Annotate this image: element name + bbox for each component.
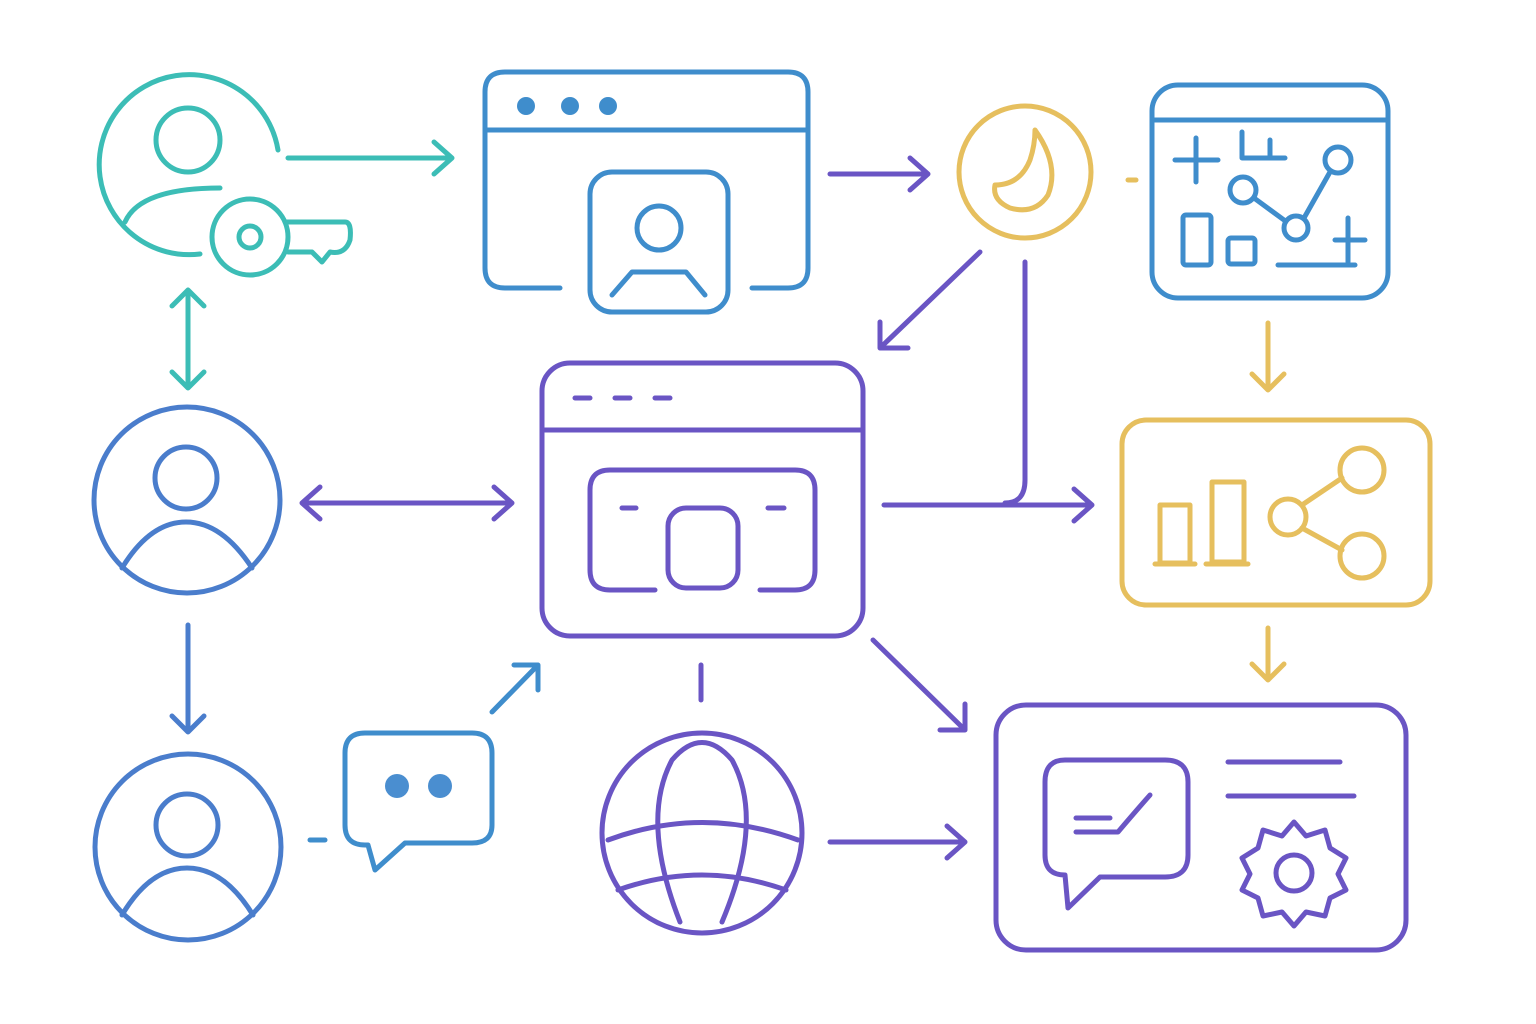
arrow-userkey-user-bidirectional — [169, 287, 207, 391]
arrow-flame-to-chart — [1002, 259, 1028, 506]
arrow-userkey-to-browser — [285, 139, 455, 177]
dashboard-graph-icon — [1149, 82, 1391, 301]
arrow-user-to-user — [169, 622, 207, 735]
user-circle-icon — [91, 404, 283, 596]
arrow-window-to-chart — [881, 486, 1095, 524]
arrow-flame-to-window — [877, 249, 983, 351]
browser-window-icon — [539, 360, 866, 639]
arrow-chart-to-card — [1249, 625, 1287, 683]
user-circle-icon — [92, 751, 284, 943]
arrow-globe-to-card — [827, 823, 968, 861]
user-key-icon — [96, 72, 353, 278]
chat-bubble-icon — [342, 730, 495, 873]
arrow-chat-to-window — [489, 662, 541, 715]
chat-settings-card-icon — [993, 702, 1409, 953]
arrow-window-to-card — [870, 637, 968, 733]
globe-icon — [599, 730, 805, 936]
arrow-dashboard-to-chart — [1249, 320, 1287, 393]
bar-chart-share-icon — [1119, 417, 1433, 608]
arrow-browser-to-flame — [827, 155, 931, 193]
arrow-user-window-bidirectional — [299, 484, 515, 522]
browser-profile-icon — [482, 69, 811, 315]
flame-icon — [956, 103, 1094, 241]
